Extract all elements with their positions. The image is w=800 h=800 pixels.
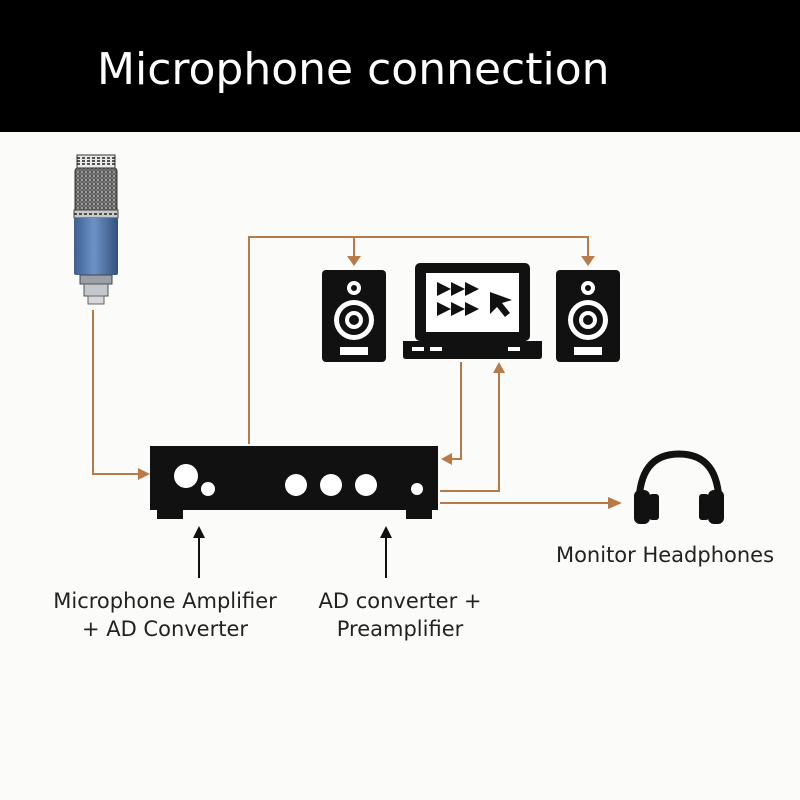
arrow-to-interface bbox=[138, 468, 150, 480]
cursor-icon bbox=[490, 292, 512, 317]
header-bar: Microphone connection bbox=[0, 0, 800, 132]
mic-amplifier-label-line2: + AD Converter bbox=[81, 617, 249, 641]
laptop-to-interface-line bbox=[448, 362, 462, 460]
arrow-right-speaker bbox=[581, 256, 595, 266]
mic-amplifier-label: Microphone Amplifier + AD Converter bbox=[35, 587, 295, 643]
connection-lines bbox=[92, 236, 610, 504]
microphone-icon bbox=[73, 154, 119, 305]
pointer-arrow-mic-amp bbox=[193, 526, 205, 538]
headphones-icon bbox=[634, 450, 724, 524]
arrow-interface-to-laptop bbox=[493, 362, 505, 373]
arrowheads bbox=[138, 256, 622, 509]
laptop-icon bbox=[403, 263, 542, 359]
label-pointers bbox=[193, 526, 392, 578]
interface-to-laptop-line bbox=[440, 370, 500, 492]
speaker-icon bbox=[322, 270, 386, 362]
speaker-feed-line bbox=[248, 236, 589, 444]
mic-cable bbox=[92, 310, 148, 475]
headphones-label: Monitor Headphones bbox=[555, 543, 775, 567]
pointer-arrow-ad-conv bbox=[380, 526, 392, 538]
arrow-laptop-to-interface bbox=[441, 453, 452, 465]
ad-converter-label-line1: AD converter + bbox=[318, 589, 482, 613]
arrow-to-headphones bbox=[608, 497, 622, 509]
arrow-left-speaker bbox=[347, 256, 361, 266]
ad-converter-label: AD converter + Preamplifier bbox=[300, 587, 500, 643]
speaker-icon bbox=[556, 270, 620, 362]
page-title: Microphone connection bbox=[97, 44, 610, 95]
mic-amplifier-label-line1: Microphone Amplifier bbox=[53, 589, 277, 613]
audio-interface-icon bbox=[150, 446, 438, 519]
ad-converter-label-line2: Preamplifier bbox=[336, 617, 464, 641]
